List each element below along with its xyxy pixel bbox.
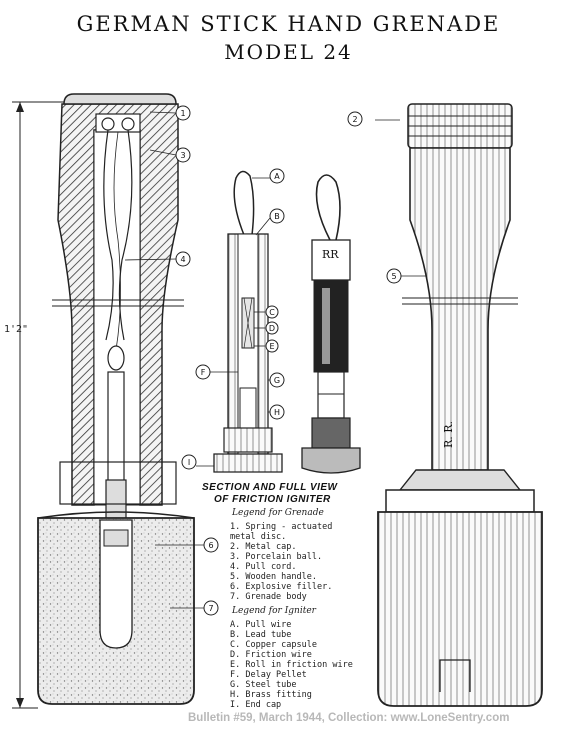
exterior-view: R. R.: [377, 103, 543, 707]
legend-igniter-item: C. Copper capsule: [230, 640, 317, 650]
igniter-caption-line-1: SECTION AND FULL VIEW: [202, 482, 338, 493]
callout-c: C: [269, 308, 275, 317]
title-line-2: MODEL 24: [224, 40, 353, 64]
callout-4: 4: [180, 255, 185, 264]
legend-grenade-item: 4. Pull cord.: [230, 562, 297, 572]
legend-grenade-heading: Legend for Grenade: [232, 508, 324, 518]
callout-e: E: [269, 342, 274, 351]
legend-grenade-item: 1. Spring - actuated: [230, 522, 333, 532]
source-footer: Bulletin #59, March 1944, Collection: ww…: [188, 712, 510, 724]
legend-grenade-item: metal disc.: [230, 532, 287, 542]
callout-i: I: [188, 458, 190, 467]
rr-cap-marking: RR: [322, 248, 339, 261]
callout-h: H: [274, 408, 280, 417]
legend-igniter-item: E. Roll in friction wire: [230, 660, 353, 670]
callout-g: G: [274, 376, 280, 385]
callout-6: 6: [208, 541, 213, 550]
legend-grenade-item: 7. Grenade body: [230, 592, 307, 602]
legend-igniter-item: H. Brass fitting: [230, 690, 312, 700]
igniter-section: [213, 170, 283, 473]
rr-handle-marking: R. R.: [442, 421, 455, 448]
igniter-callouts: A B C D E F G H I: [181, 168, 285, 470]
legend-grenade-item: 2. Metal cap.: [230, 542, 297, 552]
callout-5: 5: [391, 272, 396, 281]
legend-igniter-item: G. Steel tube: [230, 680, 297, 690]
length-dimension: 1'2": [4, 324, 29, 335]
legend-igniter-item: A. Pull wire: [230, 620, 292, 630]
legend-igniter-item: I. End cap: [230, 700, 282, 710]
callout-f: F: [201, 368, 206, 377]
legend-igniter-item: B. Lead tube: [230, 630, 292, 640]
legend-igniter-item: F. Delay Pellet: [230, 670, 307, 680]
legend-grenade-item: 3. Porcelain ball.: [230, 552, 323, 562]
section-view: [12, 93, 195, 709]
callout-d: D: [269, 324, 275, 333]
legend-grenade-item: 5. Wooden handle.: [230, 572, 317, 582]
legend-grenade-item: 6. Explosive filler.: [230, 582, 333, 592]
title-line-1: GERMAN STICK HAND GRENADE: [76, 12, 501, 36]
grenade-callouts: 1 2 3 4 5 6 7: [124, 105, 430, 616]
callout-a: A: [274, 172, 280, 181]
legend-igniter-item: D. Friction wire: [230, 650, 312, 660]
callout-7: 7: [208, 604, 213, 613]
callout-3: 3: [180, 151, 185, 160]
callout-2: 2: [352, 115, 357, 124]
igniter-full-view: RR: [301, 174, 361, 474]
callout-1: 1: [180, 109, 185, 118]
legend-igniter-heading: Legend for Igniter: [232, 606, 316, 616]
igniter-caption-line-2: OF FRICTION IGNITER: [214, 494, 331, 505]
callout-b: B: [274, 212, 280, 221]
